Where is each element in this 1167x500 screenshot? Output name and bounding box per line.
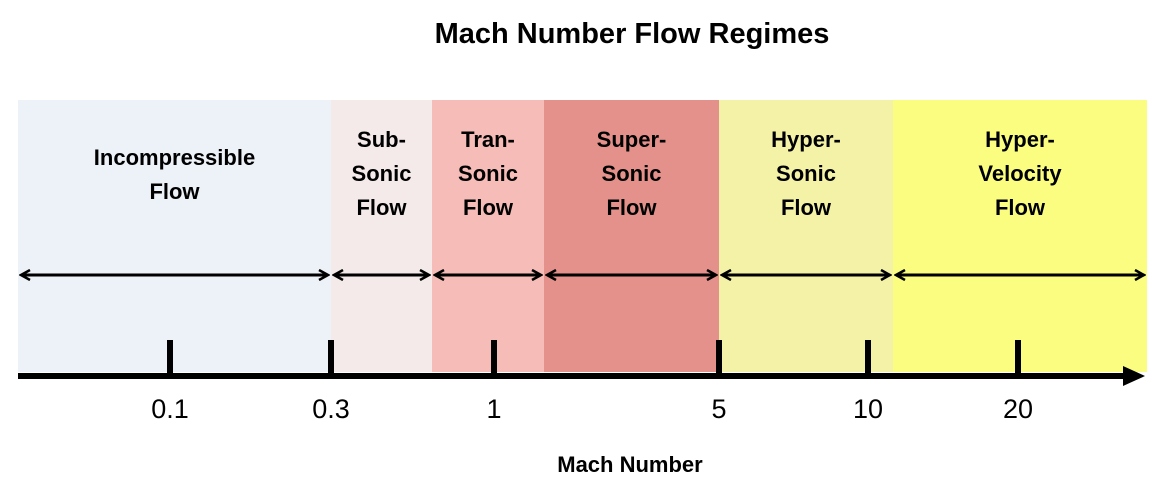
regime-label-line: Flow xyxy=(606,195,657,220)
regime-band xyxy=(893,100,1147,372)
regime-label-line: Flow xyxy=(781,195,832,220)
regime-label-line: Sonic xyxy=(602,161,662,186)
regime-bands xyxy=(18,100,1147,372)
regime-band xyxy=(331,100,432,372)
mach-axis xyxy=(18,340,1145,386)
tick-label: 5 xyxy=(711,394,726,424)
regime-label-line: Velocity xyxy=(978,161,1062,186)
regime-label-line: Super- xyxy=(597,127,667,152)
regime-label-line: Incompressible xyxy=(94,145,255,170)
regime-label-line: Sub- xyxy=(357,127,406,152)
regime-label-line: Flow xyxy=(463,195,514,220)
regime-band xyxy=(432,100,544,372)
tick-labels: 0.1 0.3 1 5 10 20 xyxy=(151,394,1033,424)
regime-label-line: Hyper- xyxy=(985,127,1055,152)
regime-label-line: Tran- xyxy=(461,127,515,152)
regime-label-line: Sonic xyxy=(776,161,836,186)
regime-label-line: Flow xyxy=(356,195,407,220)
diagram-title: Mach Number Flow Regimes xyxy=(434,18,830,50)
tick-label: 20 xyxy=(1003,394,1033,424)
regime-label-line: Flow xyxy=(149,179,200,204)
tick-label: 10 xyxy=(853,394,883,424)
tick-label: 0.3 xyxy=(312,394,350,424)
axis-label: Mach Number xyxy=(557,452,703,477)
regime-band xyxy=(18,100,331,372)
regime-label-line: Hyper- xyxy=(771,127,841,152)
regime-label-line: Flow xyxy=(995,195,1046,220)
axis-arrowhead xyxy=(1123,366,1145,386)
tick-label: 1 xyxy=(486,394,501,424)
regime-label-line: Sonic xyxy=(352,161,412,186)
regime-label-line: Sonic xyxy=(458,161,518,186)
tick-label: 0.1 xyxy=(151,394,189,424)
regime-band xyxy=(544,100,719,372)
regime-band xyxy=(719,100,893,372)
